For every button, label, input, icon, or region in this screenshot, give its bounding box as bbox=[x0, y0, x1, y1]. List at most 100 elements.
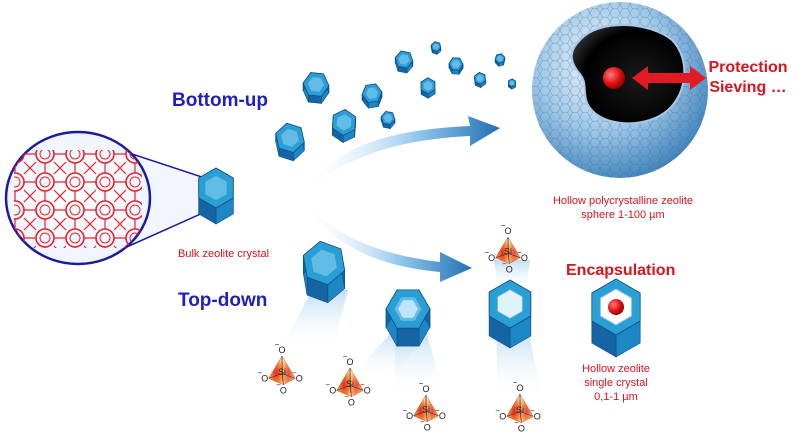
o-atom-label: O bbox=[506, 265, 513, 275]
hollow-sphere bbox=[532, 2, 708, 178]
dissolution-beam bbox=[394, 330, 444, 396]
o-atom-label: O bbox=[348, 398, 355, 408]
charge-label: − bbox=[275, 340, 280, 349]
bottom-up-crystal bbox=[380, 110, 396, 130]
si-atom-label: Si bbox=[346, 379, 354, 389]
o-atom-label: O bbox=[261, 373, 268, 383]
si-atom-label: Si bbox=[504, 247, 512, 257]
o-atom-label: O bbox=[534, 411, 541, 421]
hollow-single-crystal bbox=[591, 278, 641, 358]
bottom-up-crystal bbox=[331, 108, 357, 144]
bottom-up-crystal bbox=[494, 53, 506, 67]
sio4-tetrahedron: SiO−O−O−O− bbox=[402, 379, 446, 433]
o-atom-label: O bbox=[518, 424, 525, 434]
growth-arrows bbox=[300, 116, 500, 282]
double-arrow-icon bbox=[632, 66, 706, 90]
charge-label: − bbox=[402, 406, 407, 415]
hollow-single-label-line1: Hollow zeolite bbox=[582, 363, 650, 375]
o-atom-label: O bbox=[504, 226, 511, 236]
charge-label: − bbox=[530, 406, 535, 415]
protection-label: Protection bbox=[708, 59, 788, 76]
charge-label: − bbox=[484, 248, 489, 257]
encapsulated-particle bbox=[608, 299, 624, 315]
dissolution-beam bbox=[494, 260, 530, 290]
o-atom-label: O bbox=[329, 385, 336, 395]
bottom-up-crystals bbox=[275, 41, 517, 162]
charge-label: − bbox=[344, 393, 349, 402]
etch-cavity bbox=[497, 290, 523, 318]
top-down-layer: SiO−O−O−O−SiO−O−O−O−SiO−O−O−O−SiO−O−O−O−… bbox=[257, 221, 542, 434]
arrow-top-down bbox=[300, 196, 472, 282]
top-down-crystal-stage-2 bbox=[385, 288, 431, 348]
protection-sieving-label: Protection Sieving … bbox=[698, 58, 798, 98]
o-atom-label: O bbox=[364, 385, 371, 395]
bottom-up-crystal bbox=[302, 71, 330, 105]
hollow-sphere-label: Hollow polycrystalline zeolite sphere 1-… bbox=[538, 194, 708, 222]
framework-lens bbox=[4, 130, 206, 266]
bottom-up-crystal bbox=[507, 78, 517, 90]
o-atom-label: O bbox=[406, 411, 413, 421]
hollow-single-label-line2: single crystal bbox=[584, 377, 648, 389]
bottom-up-label: Bottom-up bbox=[172, 90, 269, 111]
o-atom-label: O bbox=[422, 384, 429, 394]
hollow-sphere-label-line2: sphere 1-100 µm bbox=[581, 209, 665, 221]
sio4-tetrahedron: SiO−O−O−O− bbox=[325, 352, 370, 408]
o-atom-label: O bbox=[488, 253, 495, 263]
hollow-sphere-label-line1: Hollow polycrystalline zeolite bbox=[552, 195, 693, 207]
bottom-up-crystal bbox=[448, 56, 464, 76]
charge-label: − bbox=[513, 378, 518, 387]
top-down-label: Top-down bbox=[178, 290, 268, 311]
o-atom-label: O bbox=[346, 357, 353, 367]
charge-label: − bbox=[517, 248, 522, 257]
charge-label: − bbox=[502, 260, 507, 269]
charge-label: − bbox=[292, 368, 297, 377]
sio4-tetrahedron: SiO−O−O−O− bbox=[257, 340, 302, 396]
charge-label: − bbox=[343, 352, 348, 361]
charge-label: − bbox=[325, 380, 330, 389]
si-atom-label: Si bbox=[278, 367, 286, 377]
charge-label: − bbox=[435, 406, 440, 415]
bulk-crystal-prism bbox=[198, 167, 234, 225]
encapsulated-particle bbox=[603, 67, 625, 89]
charge-label: − bbox=[257, 368, 262, 377]
bulk-crystal-label: Bulk zeolite crystal bbox=[178, 248, 270, 260]
bulk-zeolite-crystal bbox=[198, 167, 234, 225]
bottom-up-crystal bbox=[394, 50, 414, 74]
si-atom-label: Si bbox=[422, 405, 430, 415]
sio4-tetrahedron: SiO−O−O−O− bbox=[495, 378, 540, 434]
hollow-single-label-line3: 0,1-1 µm bbox=[594, 391, 638, 403]
zeolite-framework bbox=[14, 150, 142, 248]
etch-cavity bbox=[398, 300, 418, 318]
charge-label: − bbox=[501, 221, 506, 230]
charge-label: − bbox=[495, 406, 500, 415]
top-down-crystal-stage-1 bbox=[302, 240, 346, 304]
bottom-up-crystal bbox=[420, 77, 436, 99]
si-atom-label: Si bbox=[516, 405, 524, 415]
charge-label: − bbox=[276, 381, 281, 390]
o-atom-label: O bbox=[521, 253, 528, 263]
o-atom-label: O bbox=[424, 423, 431, 433]
o-atom-label: O bbox=[499, 411, 506, 421]
o-atom-label: O bbox=[516, 383, 523, 393]
arrow-bottom-up bbox=[300, 116, 500, 196]
sphere-opening bbox=[570, 23, 686, 125]
bottom-up-crystal bbox=[430, 41, 442, 55]
hollow-single-crystal-label: Hollow zeolite single crystal 0,1-1 µm bbox=[566, 362, 666, 404]
bottom-up-crystal bbox=[361, 83, 383, 109]
bottom-up-crystal bbox=[275, 122, 305, 162]
sieving-label: Sieving … bbox=[709, 79, 787, 96]
encapsulation-label: Encapsulation bbox=[566, 262, 676, 279]
bottom-up-crystal bbox=[474, 71, 486, 89]
o-atom-label: O bbox=[280, 386, 287, 396]
charge-label: − bbox=[514, 419, 519, 428]
o-atom-label: O bbox=[439, 411, 446, 421]
dissolution-beam bbox=[280, 290, 348, 350]
charge-label: − bbox=[420, 418, 425, 427]
o-atom-label: O bbox=[296, 373, 303, 383]
sio4-tetrahedron: SiO−O−O−O− bbox=[484, 221, 528, 275]
charge-label: − bbox=[419, 379, 424, 388]
charge-label: − bbox=[360, 380, 365, 389]
o-atom-label: O bbox=[278, 345, 285, 355]
